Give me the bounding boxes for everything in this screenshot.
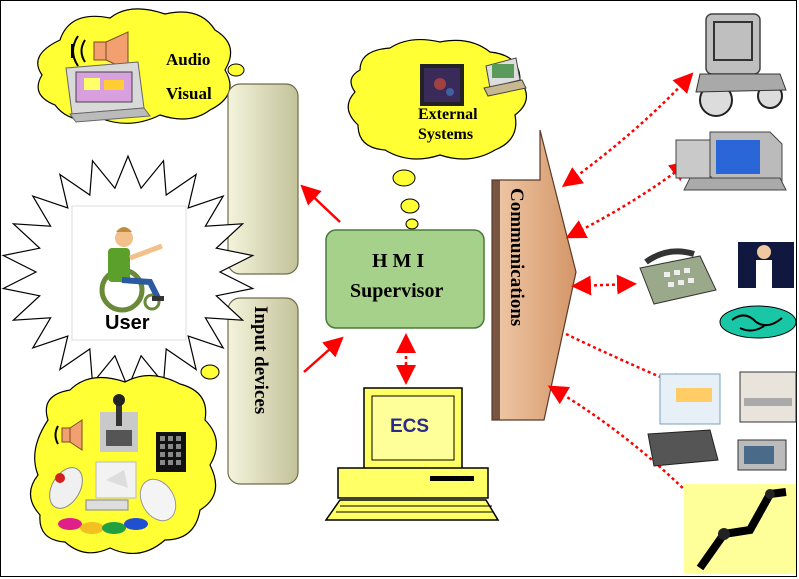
speaker-icon (71, 31, 129, 71)
input-devices-label: Input devices (250, 306, 271, 415)
robot-arm-icon (684, 484, 796, 574)
output-devices-box (227, 83, 299, 275)
hmi-supervisor-box (325, 229, 485, 329)
supervisor-label: Supervisor (350, 280, 444, 302)
arrow-hmi-to-output (300, 184, 341, 223)
office-devices-icon (647, 371, 797, 471)
external-systems-label-2: Systems (418, 126, 474, 143)
wheelchair-user-icon (99, 227, 164, 313)
communications-label: Communications (506, 188, 527, 327)
ecs-computer (324, 387, 500, 521)
hmi-label: H M I (372, 250, 425, 272)
communications-arrow (491, 129, 577, 421)
user-label: User (105, 312, 150, 334)
doctor-icon (738, 242, 794, 288)
audio-label: Audio (166, 50, 211, 69)
external-systems-icons (420, 57, 527, 106)
computer-device-icon (675, 131, 787, 191)
globe-icon (719, 305, 797, 339)
input-devices-icons (49, 394, 186, 534)
telephone-icon (639, 248, 717, 305)
monitor-icon (65, 61, 151, 123)
visual-label: Visual (166, 84, 212, 103)
external-systems-label-1: External (418, 106, 478, 123)
wheelchair-device-icon (695, 13, 787, 117)
input-devices-box (227, 297, 299, 485)
ecs-label: ECS (390, 416, 430, 437)
arrow-input-to-hmi (303, 336, 344, 373)
